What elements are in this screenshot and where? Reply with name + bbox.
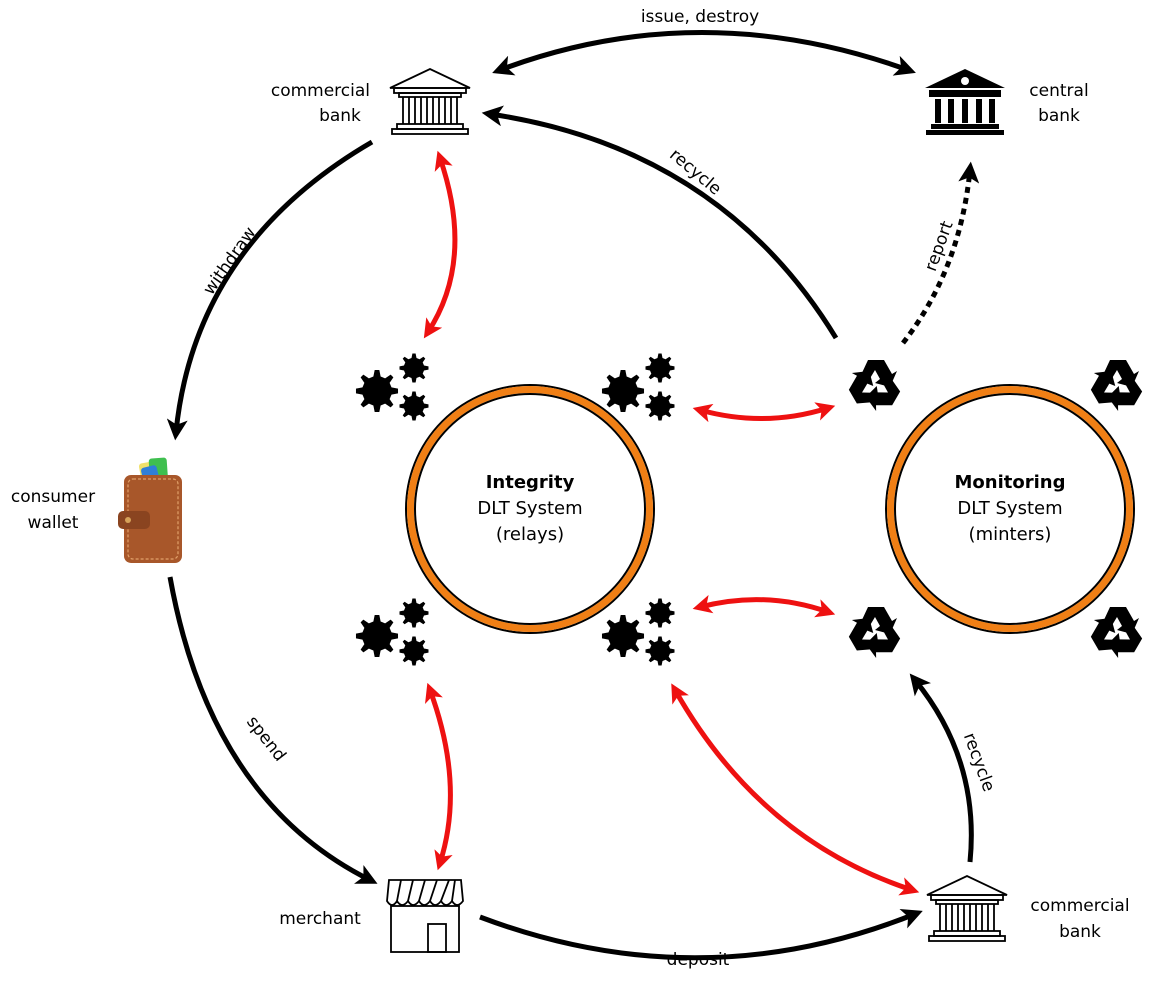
bank-integrity-red-arrow <box>423 150 458 339</box>
issue-destroy-arrow <box>492 30 916 76</box>
recycle-icon <box>842 360 903 417</box>
central-bank-label-1: central <box>1029 81 1088 101</box>
withdraw-arrow <box>166 139 374 441</box>
monitoring-role: (minters) <box>969 524 1052 545</box>
monitoring-dlt-system: Monitoring DLT System (minters) <box>885 384 1135 634</box>
recycle-icon <box>842 607 903 664</box>
recycle-bottom-arrow <box>909 673 974 863</box>
commercial-bank-bottom-label-1: commercial <box>1030 896 1129 916</box>
commercial-bank-bottom-label-2: bank <box>1059 922 1101 942</box>
gears-icon <box>356 599 429 666</box>
consumer-wallet-label-1: consumer <box>11 487 95 507</box>
bank-integrity-bottom-red-arrow <box>671 683 920 896</box>
central-bank-label-2: bank <box>1038 106 1080 126</box>
deposit-label: deposit <box>667 950 730 970</box>
monitoring-title: Monitoring <box>955 472 1066 493</box>
integrity-title: Integrity <box>486 472 575 493</box>
consumer-wallet-label-2: wallet <box>28 513 79 533</box>
report-arrow <box>901 161 980 345</box>
gears-icon <box>356 354 429 421</box>
integrity-role: (relays) <box>496 524 564 545</box>
integrity-dlt-system: Integrity DLT System (relays) <box>405 384 655 634</box>
merchant-integrity-red-arrow <box>425 682 453 871</box>
recycle-icon <box>1084 607 1145 664</box>
recycle-top-arrow <box>481 105 839 340</box>
gears-icon <box>602 354 675 421</box>
recycle-icon <box>1084 360 1145 417</box>
integrity-subtitle: DLT System <box>477 498 582 519</box>
central-bank-icon <box>925 69 1005 135</box>
integrity-monitoring-bottom-red-arrow <box>692 594 836 618</box>
issue-destroy-label: issue, destroy <box>641 7 759 27</box>
withdraw-label: withdraw <box>199 223 260 299</box>
wallet-icon <box>118 457 182 563</box>
bank-icon <box>389 68 471 135</box>
store-icon <box>386 879 464 953</box>
merchant-label: merchant <box>279 909 361 929</box>
monitoring-subtitle: DLT System <box>957 498 1062 519</box>
commercial-bank-top-label-1: commercial <box>271 81 370 101</box>
spend-label: spend <box>242 712 290 765</box>
bank-icon <box>926 875 1008 942</box>
gears-icon <box>602 599 675 666</box>
spend-arrow <box>167 576 378 884</box>
integrity-monitoring-top-red-arrow <box>692 402 836 423</box>
deposit-arrow <box>479 908 923 961</box>
report-label: report <box>921 218 958 274</box>
commercial-bank-top-label-2: bank <box>319 106 361 126</box>
